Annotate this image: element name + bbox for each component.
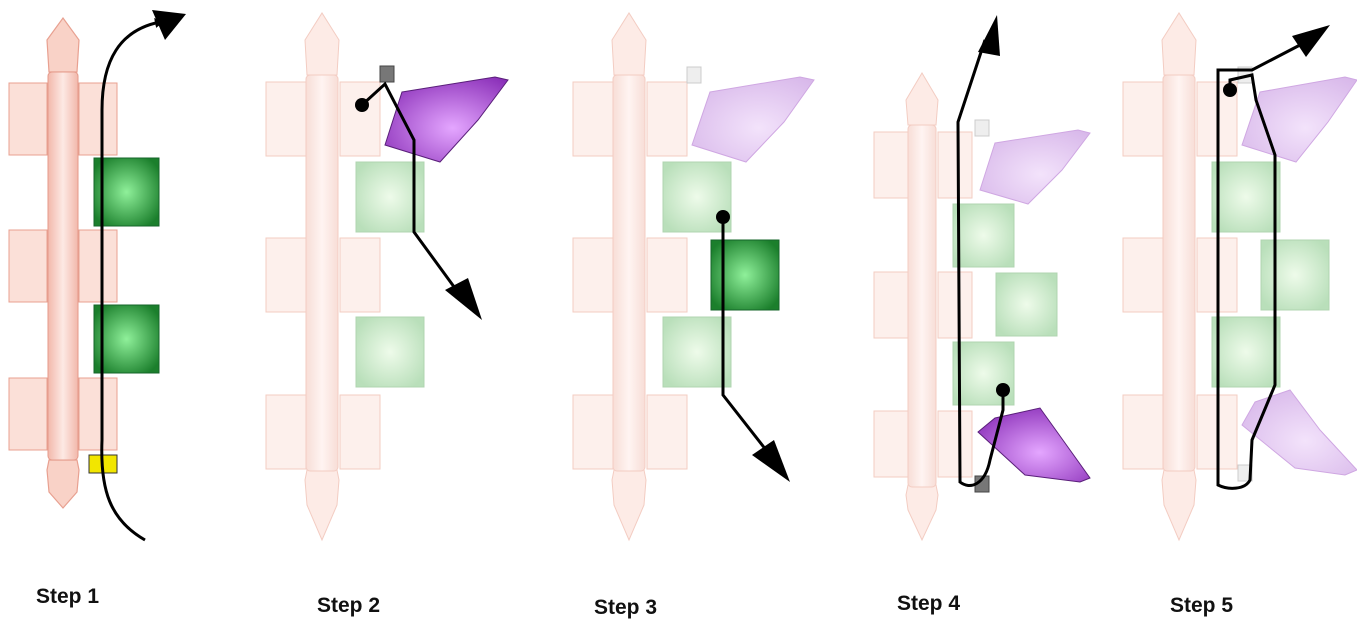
purple-block (691, 76, 815, 163)
scaffold (265, 12, 381, 542)
arrow-head (152, 10, 186, 40)
green-block (355, 316, 425, 388)
arrow-head (752, 440, 790, 482)
path-arrow (721, 217, 772, 456)
scaffold (873, 72, 973, 542)
green-block (995, 272, 1058, 337)
scaffold (572, 12, 688, 542)
green-block (662, 316, 732, 388)
step-5-label: Step 5 (1170, 594, 1234, 617)
green-block (93, 304, 160, 374)
green-block-active (710, 239, 780, 311)
green-block (952, 203, 1015, 268)
path-arrow (1216, 43, 1301, 490)
step-4-panel (873, 15, 1091, 542)
scaffold (1122, 12, 1238, 542)
arrow-head (445, 278, 482, 320)
step-4-label: Step 4 (897, 592, 961, 615)
gray-marker (974, 119, 990, 137)
green-block (93, 157, 160, 227)
step-2-panel (265, 12, 509, 542)
gray-marker (686, 66, 702, 84)
purple-block (1241, 389, 1357, 476)
purple-block (384, 76, 509, 163)
path-arrow (100, 18, 165, 542)
green-block (1211, 161, 1281, 233)
gray-marker (1237, 464, 1253, 482)
path-arrow (956, 39, 1005, 487)
scaffold (8, 16, 118, 509)
step-3-label: Step 3 (594, 596, 658, 619)
path-arrow (360, 81, 462, 296)
step-2-label: Step 2 (317, 594, 381, 617)
step-1-panel (8, 10, 186, 542)
gray-marker (379, 65, 395, 83)
purple-block-active (977, 407, 1091, 483)
purple-block (1241, 76, 1357, 163)
step-3-panel (572, 12, 815, 542)
green-block (1211, 316, 1281, 388)
step-5-panel (1122, 12, 1357, 542)
green-block (1260, 239, 1330, 311)
arrow-head (978, 15, 1000, 56)
arrow-head (1292, 25, 1330, 57)
step-1-label: Step 1 (36, 585, 100, 608)
purple-block (979, 129, 1091, 205)
